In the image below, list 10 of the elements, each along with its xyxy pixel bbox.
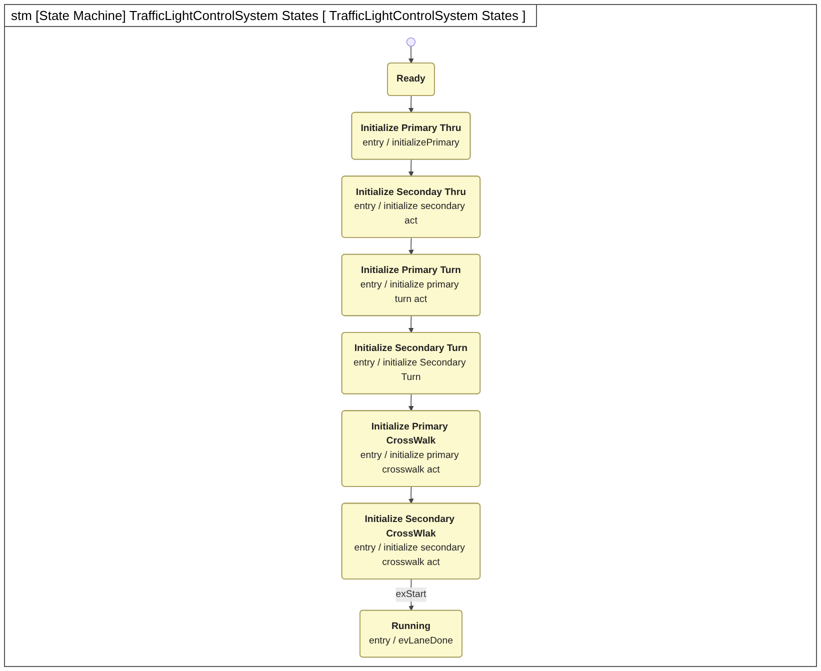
node-circle: [406, 38, 415, 47]
arrow: [408, 237, 414, 255]
arrow: [408, 486, 414, 504]
arrow: [408, 159, 414, 177]
arrow: [408, 95, 414, 113]
diagram-title: stm [State Machine] TrafficLightControlSystem States [ TrafficLightControlSystem States ]: [5, 5, 537, 27]
arrow: [408, 316, 414, 333]
arrow: [408, 46, 414, 64]
edge-label: exStart: [395, 589, 426, 600]
arrow: [408, 394, 414, 412]
